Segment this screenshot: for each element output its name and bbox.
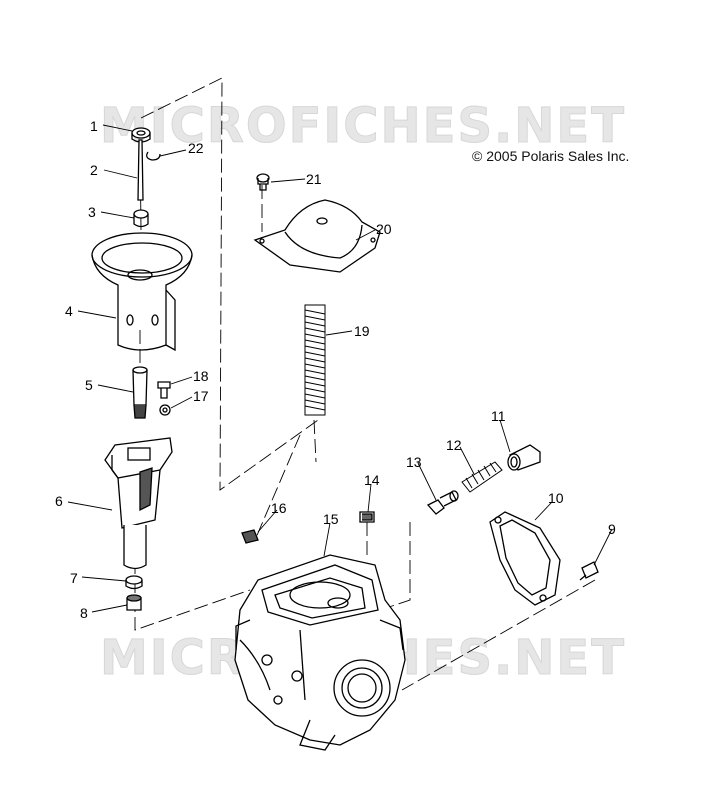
part-20-top-cover (253, 199, 381, 273)
part-16-plug (241, 529, 259, 544)
callout-19: 19 (354, 323, 370, 339)
leader-lines (67, 124, 613, 613)
part-2-needle (137, 139, 144, 201)
callout-8: 8 (80, 605, 88, 621)
part-7-oring (125, 575, 143, 590)
callout-3: 3 (88, 204, 96, 220)
part-14-jet (359, 511, 375, 523)
callout-2: 2 (90, 162, 98, 178)
part-4-diaphragm-slide (91, 232, 193, 352)
callout-16: 16 (271, 500, 287, 516)
callout-22: 22 (188, 140, 204, 156)
part-8-main-jet (126, 594, 142, 611)
part-10-cover (489, 511, 561, 606)
callout-21: 21 (306, 171, 322, 187)
part-13-valve (426, 490, 459, 515)
callout-1: 1 (90, 118, 98, 134)
part-5-needle-jet (132, 366, 148, 419)
part-22-clip (146, 151, 161, 161)
callout-13: 13 (406, 454, 422, 470)
callout-7: 7 (70, 570, 78, 586)
part-19-spring (304, 304, 326, 416)
callout-10: 10 (548, 490, 564, 506)
callout-9: 9 (608, 521, 616, 537)
part-9-screw (579, 561, 599, 581)
part-3-seat (133, 209, 149, 228)
part-12-spring (461, 461, 503, 493)
copyright-text: © 2005 Polaris Sales Inc. (472, 148, 630, 164)
callout-18: 18 (193, 368, 209, 384)
part-11-fitting (507, 444, 541, 471)
callout-17: 17 (193, 388, 209, 404)
part-21-screw (256, 173, 270, 191)
watermark-top: MICROFICHES.NET (100, 98, 626, 155)
part-17-washer (159, 404, 171, 416)
part-18-screw (157, 381, 171, 399)
assembly-lines (134, 77, 596, 691)
callout-12: 12 (446, 437, 462, 453)
callout-15: 15 (323, 511, 339, 527)
part-6-jet-holder (104, 437, 173, 570)
callout-6: 6 (55, 493, 63, 509)
callout-20: 20 (376, 221, 392, 237)
callout-5: 5 (85, 377, 93, 393)
callout-14: 14 (364, 472, 380, 488)
callout-11: 11 (491, 408, 506, 424)
callout-4: 4 (65, 303, 73, 319)
part-15-carburetor-body (234, 554, 406, 751)
